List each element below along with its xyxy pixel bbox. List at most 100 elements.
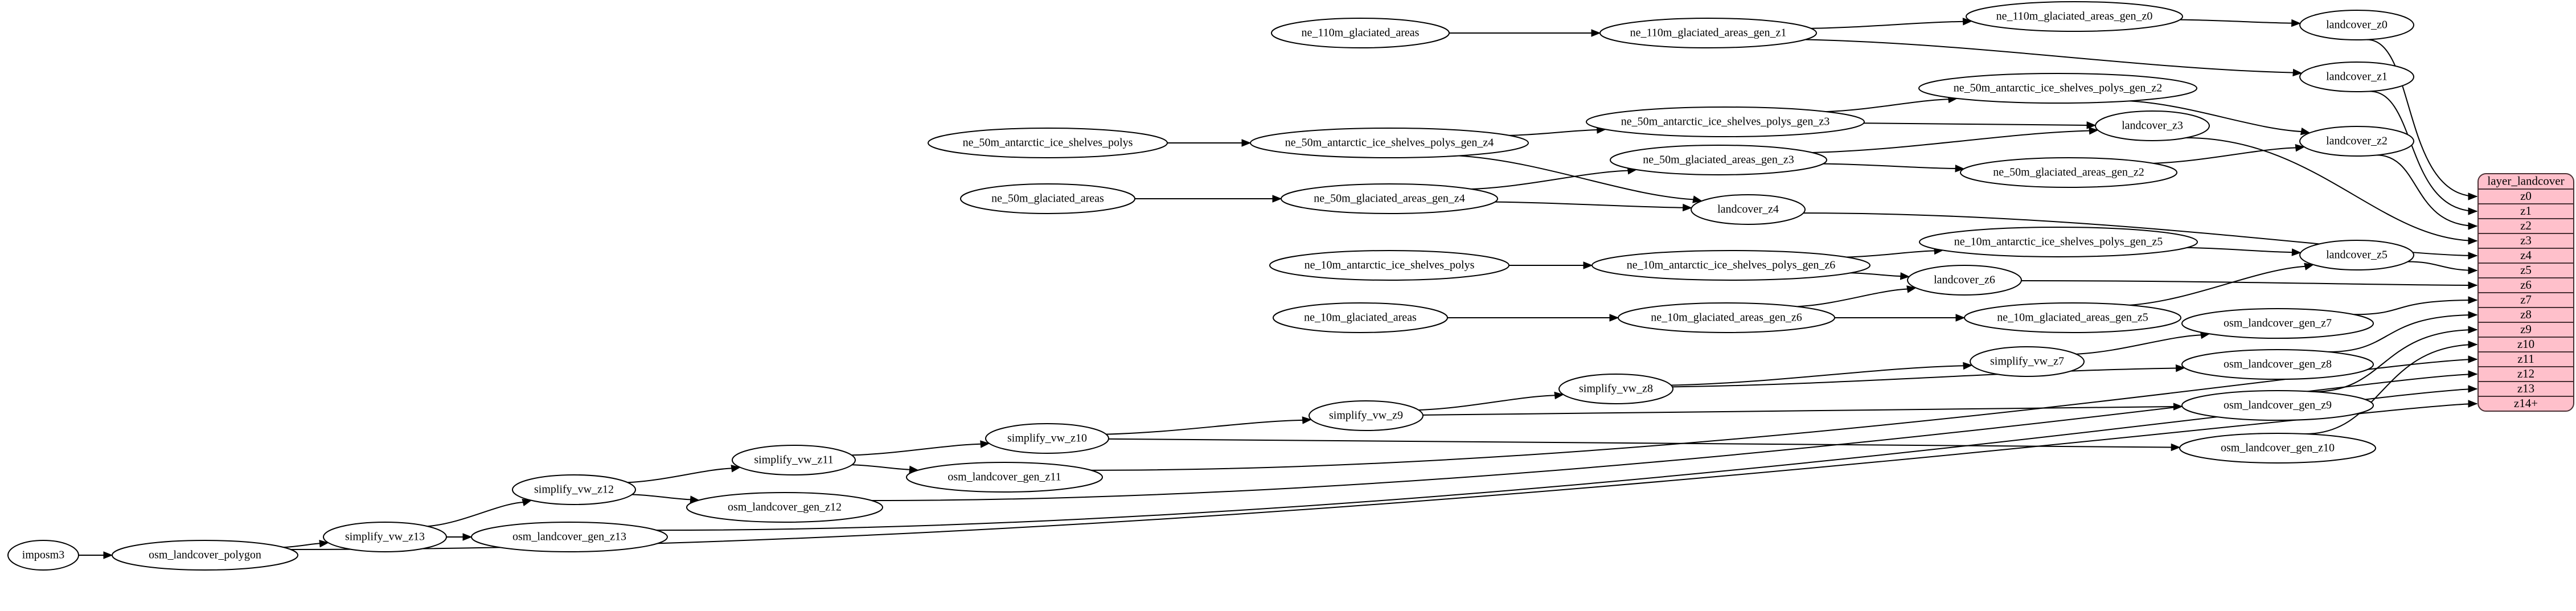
graph-edge-landcover_z4--layer_landcover-z4: [1803, 212, 2478, 260]
graph-edge-ne_110m_glaciated_areas--ne_110m_glaciated_areas_gen_z1: [1449, 29, 1601, 37]
node-ellipse: [2181, 308, 2374, 339]
graph-node-landcover_z3[interactable]: landcover_z3: [2095, 110, 2210, 141]
graph-node-simplify_vw_z9[interactable]: simplify_vw_z9: [1308, 400, 1424, 431]
graph-node-osm_landcover_gen_z9[interactable]: osm_landcover_gen_z9: [2181, 390, 2374, 421]
edge-line: [1805, 39, 2295, 73]
table-row-z5[interactable]: z5: [2520, 263, 2532, 277]
graph-node-ne_50m_glaciated_areas_gen_z4[interactable]: ne_50m_glaciated_areas_gen_z4: [1281, 183, 1498, 214]
table-row-z4[interactable]: z4: [2520, 248, 2532, 262]
table-row-z13[interactable]: z13: [2517, 382, 2534, 395]
table-row-z9[interactable]: z9: [2520, 322, 2532, 336]
table-row-z6[interactable]: z6: [2520, 278, 2532, 292]
graph-edge-ne_10m_glaciated_areas_gen_z5--landcover_z5: [2130, 263, 2315, 306]
graph-node-simplify_vw_z12[interactable]: simplify_vw_z12: [512, 474, 636, 505]
graph-node-ne_110m_glaciated_areas_gen_z1[interactable]: ne_110m_glaciated_areas_gen_z1: [1599, 18, 1817, 48]
graph-edge-ne_50m_glaciated_areas_gen_z2--landcover_z2: [2153, 144, 2306, 164]
edge-arrowhead: [1682, 203, 1693, 212]
graph-node-landcover_z6[interactable]: landcover_z6: [1907, 265, 2022, 296]
graph-node-ne_50m_antarctic_ice_shelves_polys_gen_z2[interactable]: ne_50m_antarctic_ice_shelves_polys_gen_z…: [1918, 73, 2197, 104]
graph-node-ne_10m_glaciated_areas_gen_z6[interactable]: ne_10m_glaciated_areas_gen_z6: [1618, 302, 1835, 333]
table-row-z0[interactable]: z0: [2520, 189, 2532, 203]
graph-edge-landcover_z1--layer_landcover-z1: [2369, 91, 2478, 215]
graph-node-osm_landcover_gen_z8[interactable]: osm_landcover_gen_z8: [2181, 349, 2374, 380]
edge-line: [2186, 137, 2477, 241]
graph-edge-ne_10m_glaciated_areas_gen_z6--ne_10m_glaciated_areas_gen_z5: [1835, 314, 1966, 322]
edge-line: [2153, 147, 2297, 164]
graph-node-osm_landcover_gen_z10[interactable]: osm_landcover_gen_z10: [2179, 433, 2376, 464]
graph-edge-simplify_vw_z13--osm_landcover_gen_z13: [446, 533, 473, 541]
graph-node-landcover_z5[interactable]: landcover_z5: [2299, 240, 2414, 270]
edge-line: [1850, 272, 1902, 277]
graph-node-ne_10m_glaciated_areas_gen_z5[interactable]: ne_10m_glaciated_areas_gen_z5: [1964, 302, 2181, 333]
graph-node-ne_10m_antarctic_ice_shelves_polys_gen_z5[interactable]: ne_10m_antarctic_ice_shelves_polys_gen_z…: [1919, 227, 2198, 257]
table-row-z2[interactable]: z2: [2520, 219, 2532, 232]
layer-landcover-table[interactable]: layer_landcoverz0z1z2z3z4z5z6z7z8z9z10z1…: [2477, 173, 2574, 412]
edge-arrowhead: [2468, 341, 2478, 348]
edge-line: [2130, 265, 2307, 306]
edge-arrowhead: [1900, 272, 1910, 280]
graph-node-osm_landcover_gen_z11[interactable]: osm_landcover_gen_z11: [906, 462, 1103, 493]
edge-line: [2353, 300, 2477, 315]
edge-arrowhead: [2089, 127, 2099, 135]
edge-line: [2376, 154, 2477, 227]
graph-node-simplify_vw_z7[interactable]: simplify_vw_z7: [1970, 346, 2085, 377]
node-ellipse: [906, 462, 1103, 493]
graph-node-ne_10m_antarctic_ice_shelves_polys_gen_z6[interactable]: ne_10m_antarctic_ice_shelves_polys_gen_z…: [1591, 250, 1871, 281]
edge-line: [871, 374, 2477, 501]
graph-node-landcover_z2[interactable]: landcover_z2: [2299, 126, 2414, 157]
graph-node-landcover_z4[interactable]: landcover_z4: [1691, 194, 1806, 225]
node-ellipse: [1269, 250, 1509, 281]
graph-edge-simplify_vw_z12--osm_landcover_gen_z12: [631, 494, 700, 503]
graph-node-landcover_z0[interactable]: landcover_z0: [2299, 10, 2414, 40]
graph-node-ne_10m_antarctic_ice_shelves_polys[interactable]: ne_10m_antarctic_ice_shelves_polys: [1269, 250, 1509, 281]
edge-arrowhead: [2291, 19, 2302, 27]
edge-arrowhead: [2468, 281, 2478, 289]
table-row-z3[interactable]: z3: [2520, 233, 2532, 247]
graph-node-ne_50m_glaciated_areas[interactable]: ne_50m_glaciated_areas: [960, 183, 1135, 214]
edge-line: [2369, 91, 2477, 212]
graph-node-ne_110m_glaciated_areas_gen_z0[interactable]: ne_110m_glaciated_areas_gen_z0: [1966, 1, 2183, 32]
edge-line: [1823, 163, 1957, 169]
graph-node-ne_50m_glaciated_areas_gen_z2[interactable]: ne_50m_glaciated_areas_gen_z2: [1960, 157, 2177, 188]
table-row-z8[interactable]: z8: [2520, 307, 2532, 321]
graph-node-ne_10m_glaciated_areas[interactable]: ne_10m_glaciated_areas: [1273, 302, 1448, 333]
graph-node-landcover_z1[interactable]: landcover_z1: [2299, 61, 2414, 92]
graph-node-osm_landcover_gen_z13[interactable]: osm_landcover_gen_z13: [471, 522, 668, 552]
table-row-z12[interactable]: z12: [2517, 367, 2534, 380]
graph-node-simplify_vw_z8[interactable]: simplify_vw_z8: [1558, 374, 1673, 404]
graph-node-osm_landcover_gen_z7[interactable]: osm_landcover_gen_z7: [2181, 308, 2374, 339]
edge-line: [2328, 314, 2477, 352]
graph-node-simplify_vw_z11[interactable]: simplify_vw_z11: [732, 445, 856, 475]
edge-line: [1672, 367, 2177, 388]
node-ellipse: [512, 474, 636, 505]
graph-node-ne_50m_glaciated_areas_gen_z3[interactable]: ne_50m_glaciated_areas_gen_z3: [1610, 145, 1827, 175]
edge-arrowhead: [2468, 207, 2478, 215]
graph-node-ne_110m_glaciated_areas[interactable]: ne_110m_glaciated_areas: [1271, 18, 1450, 48]
node-ellipse: [323, 522, 447, 552]
graph-node-imposm3[interactable]: imposm3: [7, 540, 79, 571]
edge-line: [627, 468, 733, 483]
table-row-z14+[interactable]: z14+: [2514, 396, 2538, 410]
table-row-z1[interactable]: z1: [2520, 204, 2532, 218]
graph-node-ne_50m_antarctic_ice_shelves_polys[interactable]: ne_50m_antarctic_ice_shelves_polys: [928, 128, 1168, 158]
graph-node-osm_landcover_gen_z12[interactable]: osm_landcover_gen_z12: [686, 492, 883, 523]
graph-edge-ne_10m_antarctic_ice_shelves_polys--ne_10m_antarctic_ice_shelves_polys_gen_z6: [1509, 261, 1593, 269]
edge-line: [1418, 395, 1556, 411]
edge-arrowhead: [1963, 362, 1973, 370]
graph-edge-simplify_vw_z12--simplify_vw_z11: [627, 465, 741, 483]
edge-line: [1509, 129, 1598, 136]
node-ellipse: [1308, 400, 1424, 431]
graph-edge-ne_110m_glaciated_areas_gen_z0--landcover_z0: [2180, 19, 2302, 27]
graph-node-osm_landcover_polygon[interactable]: osm_landcover_polygon: [112, 540, 298, 571]
graph-edge-ne_110m_glaciated_areas_gen_z1--ne_110m_glaciated_areas_gen_z0: [1811, 18, 1972, 29]
graph-node-ne_50m_antarctic_ice_shelves_polys_gen_z4[interactable]: ne_50m_antarctic_ice_shelves_polys_gen_z…: [1250, 128, 1529, 158]
graph-node-ne_50m_antarctic_ice_shelves_polys_gen_z3[interactable]: ne_50m_antarctic_ice_shelves_polys_gen_z…: [1586, 106, 1865, 137]
table-row-z11[interactable]: z11: [2517, 352, 2534, 366]
table-row-z7[interactable]: z7: [2520, 293, 2532, 306]
graph-node-simplify_vw_z10[interactable]: simplify_vw_z10: [985, 423, 1109, 454]
graph-node-simplify_vw_z13[interactable]: simplify_vw_z13: [323, 522, 447, 552]
graph-edge-ne_10m_antarctic_ice_shelves_polys_gen_z6--ne_10m_antarctic_ice_shelves_polys_gen_z5: [1846, 247, 1944, 258]
table-row-z10[interactable]: z10: [2517, 337, 2534, 351]
node-ellipse: [112, 540, 298, 571]
